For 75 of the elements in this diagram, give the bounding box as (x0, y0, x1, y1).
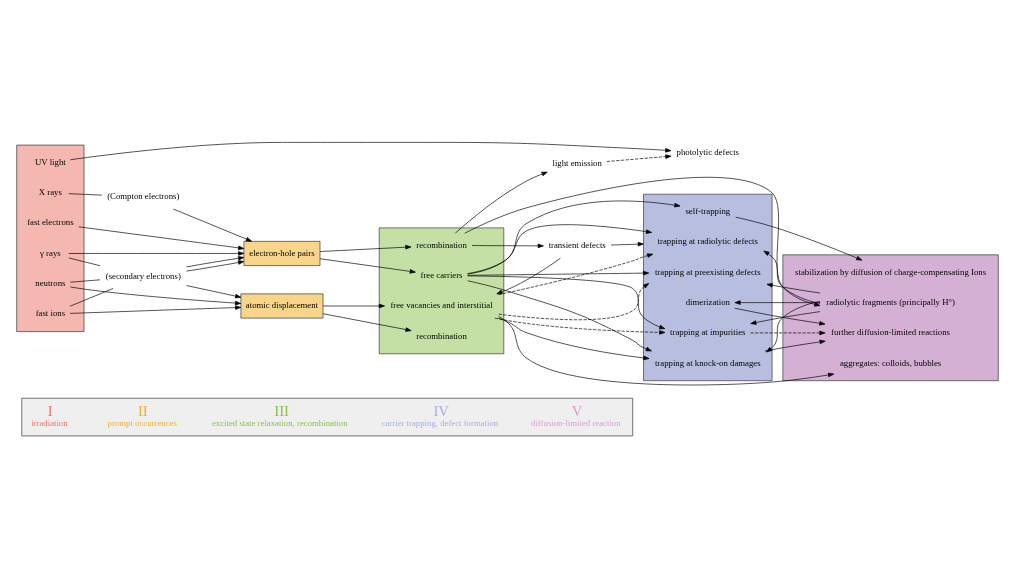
node-text: V diffusion-limited reaction (531, 402, 621, 428)
arrow (467, 275, 666, 329)
node-text: trapping at impurities (670, 326, 746, 337)
arrow (498, 315, 835, 385)
arrow (735, 216, 863, 260)
node-text: (Compton electrons) (107, 190, 180, 201)
node-text: trapping at preexisting defects (654, 266, 761, 277)
node-text: fast ions (35, 307, 66, 318)
arrow (467, 200, 681, 274)
node-box: electron-hole pairs (243, 240, 321, 266)
arrow (70, 141, 672, 160)
node-text: recombination (416, 239, 467, 250)
arrow (70, 286, 242, 305)
arrow (186, 284, 242, 298)
node-text: photolytic defects (676, 146, 740, 157)
node-text: light emission (552, 157, 602, 168)
arrow (497, 317, 650, 360)
cluster (16, 144, 85, 332)
node-text: I irradiation (31, 402, 68, 428)
node-text: free vacancies and interstitial (390, 299, 493, 310)
arrow (494, 317, 666, 335)
node-text: further diffusion-limited reactions (831, 326, 951, 337)
arrow (764, 339, 826, 351)
node-text: aggregates: colloids, bubbles (839, 357, 942, 367)
arrow (610, 241, 644, 246)
arrow (68, 250, 245, 256)
node-text: fast electrons (27, 216, 74, 227)
arrow (471, 243, 544, 248)
connector (69, 278, 101, 283)
arrow (78, 226, 245, 250)
node-text: stabilization by diffusion of charge-compensating Ions (795, 266, 987, 277)
arrow (750, 330, 826, 335)
arrow (186, 255, 245, 267)
connector (68, 257, 101, 266)
node-text: transient defects (548, 239, 606, 250)
arrow (173, 208, 252, 242)
node-text: recombination (416, 330, 467, 341)
cluster (21, 397, 634, 436)
arrow (69, 304, 242, 314)
arrow (734, 307, 826, 325)
node-text: free carriers (420, 269, 463, 280)
arrow (322, 303, 385, 308)
arrow (319, 257, 416, 274)
arrow (763, 250, 821, 304)
node-text: self-trapping (685, 205, 731, 216)
connector (68, 192, 103, 195)
node-text: radiolytic fragments (principally H°) (826, 296, 955, 307)
arrow (322, 312, 412, 332)
node-text: dimerization (685, 296, 730, 307)
node-text: IV carrier trapping, defect formation (381, 402, 499, 428)
node-text: γ rays (40, 247, 61, 258)
arrow (467, 279, 652, 351)
arrow (750, 310, 821, 325)
node-text: (secondary electrons) (105, 270, 181, 281)
arrow (606, 153, 672, 162)
node-text: III excited state relaxation, recombination (211, 402, 348, 428)
arrow (467, 223, 653, 274)
arrow (498, 282, 650, 320)
connector (69, 287, 114, 307)
arrow (734, 299, 821, 305)
node-text: II prompt occurrences (107, 402, 177, 428)
arrow (766, 282, 821, 293)
node-text: X rays (38, 186, 62, 197)
node-text: neutrons (35, 277, 66, 288)
arrow (496, 257, 561, 294)
arrow (319, 244, 412, 252)
arrow (186, 259, 245, 271)
node-text: trapping at radiolytic defects (657, 235, 758, 246)
arrow (455, 171, 548, 233)
arrow (464, 176, 821, 307)
node-text: trapping at knock-on damages (654, 357, 761, 367)
node-box: atomic displacement (240, 293, 324, 318)
arrow (766, 300, 821, 352)
arrow (498, 252, 654, 295)
node-text: UV light (35, 156, 66, 167)
